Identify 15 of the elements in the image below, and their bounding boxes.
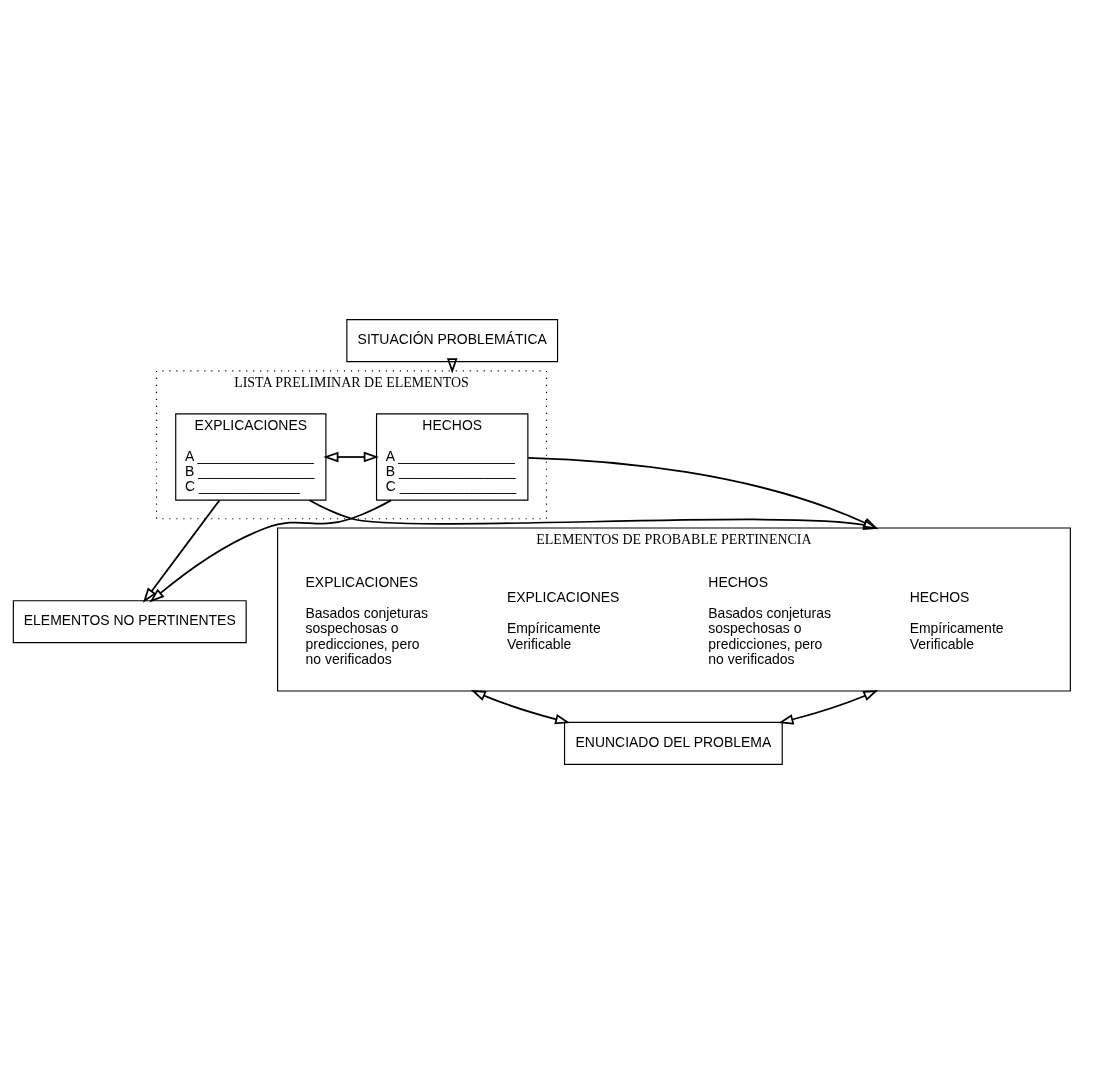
arrow bbox=[143, 499, 221, 603]
node-box: ENUNCIADO DEL PROBLEMA bbox=[563, 721, 783, 765]
arrow bbox=[149, 499, 392, 603]
arrow bbox=[323, 451, 379, 463]
node-text: EXPLICACIONES Empíricamente Verificable bbox=[506, 589, 620, 652]
node-text: HECHOS Basados conjeturas sospechosas o predicciones, pero no verificados bbox=[708, 573, 831, 667]
arrow bbox=[308, 499, 879, 530]
arrow bbox=[527, 456, 879, 530]
node-box: ELEMENTOS NO PERTINENTES bbox=[12, 600, 247, 644]
node-text: EXPLICACIONES Basados conjeturas sospechosas o predicciones, pero no verificados bbox=[305, 573, 429, 667]
node-text: HECHOS Empíricamente Verificable bbox=[909, 589, 1004, 652]
arrow bbox=[778, 689, 879, 725]
node-box: HECHOS A _______________ B _______________ C _______________ bbox=[375, 413, 529, 501]
arrow bbox=[470, 689, 571, 725]
node-box: EXPLICACIONES A _______________ B _______________ C _____________ bbox=[175, 413, 327, 501]
